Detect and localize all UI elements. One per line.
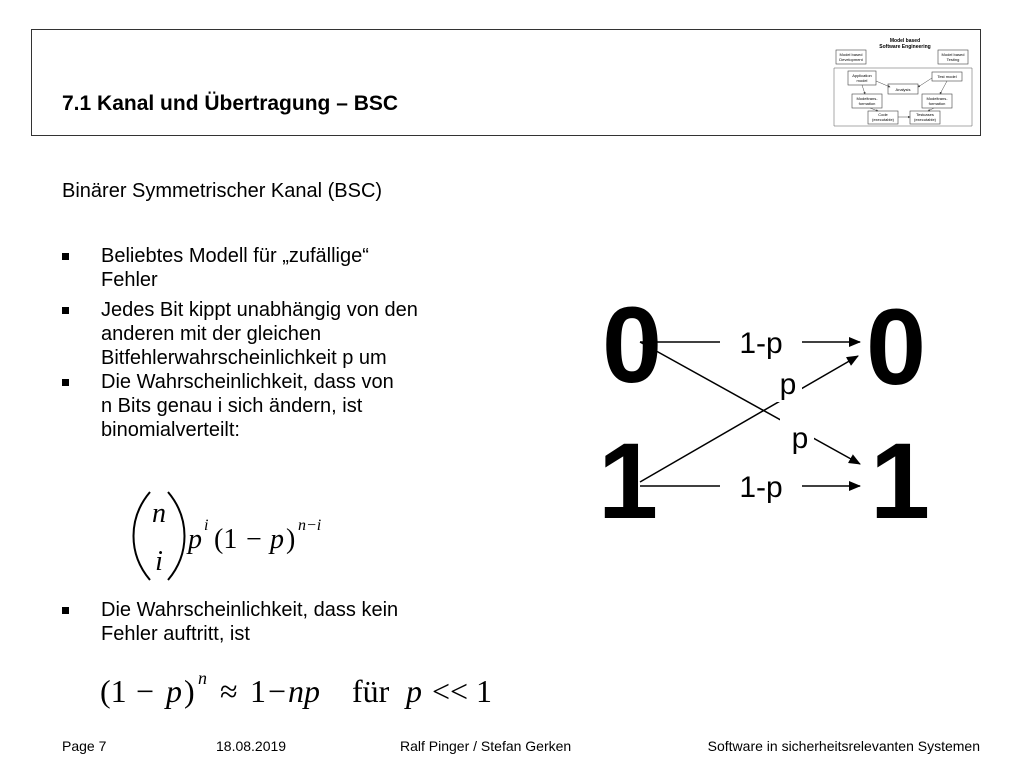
- bullet-1-line-1: Beliebtes Modell für „zufällige“: [101, 245, 369, 267]
- bullet-3-line-1: Die Wahrscheinlichkeit, dass von: [101, 371, 394, 393]
- bullet-item: Die Wahrscheinlichkeit, dass von n Bits …: [62, 370, 532, 442]
- logo-heading-line2: Software Engineering: [879, 44, 930, 50]
- bullet-2-line-2: anderen mit der gleichen: [101, 323, 322, 345]
- section-subtitle: Binärer Symmetrischer Kanal (BSC): [62, 180, 383, 202]
- binom-bottom: i: [155, 546, 163, 577]
- f2-minus2: −: [268, 673, 286, 709]
- footer-course: Software in sicherheitsrelevanten System…: [707, 738, 980, 754]
- slide-title: 7.1 Kanal und Übertragung – BSC: [62, 92, 399, 115]
- logo-right-top-line1: Model based: [942, 52, 965, 57]
- formula-exp-i: i: [204, 517, 208, 534]
- logo-mt-right-line1: Modeltrans-: [926, 96, 948, 101]
- bullet-marker: [62, 607, 69, 614]
- label-cross-up: p: [780, 368, 797, 401]
- f2-approx: ≈: [220, 673, 238, 709]
- f2-np: np: [288, 673, 320, 709]
- logo-testcases-line1: Testcases: [916, 112, 934, 117]
- formula-minus: −: [246, 524, 262, 555]
- arrow-cross-down: [639, 341, 861, 465]
- bullet-marker: [62, 379, 69, 386]
- label-cross-down: p: [792, 422, 809, 455]
- footer-date: 18.08.2019: [216, 738, 287, 754]
- f2-fuer: für: [352, 673, 390, 709]
- logo-mt-left-line2: formation: [859, 101, 876, 106]
- f2-minus: −: [136, 673, 154, 709]
- input-zero: 0: [602, 290, 662, 405]
- label-bottom: 1-p: [739, 471, 782, 504]
- bsc-channel-diagram: 0 1 0 1 1-p p p 1-p: [598, 290, 930, 530]
- no-error-formula: (1 − p ) n ≈ 1 − np für p << 1: [100, 668, 492, 709]
- logo-diagram: Model based Software Engineering Model b…: [833, 38, 973, 127]
- logo-left-top-line1: Model based: [840, 52, 863, 57]
- bullet-2-line-3: Bitfehlerwahrscheinlichkeit p um: [101, 347, 387, 369]
- bullet-2-line-1: Jedes Bit kippt unabhängig von den: [101, 299, 418, 321]
- bullet-1-line-2: Fehler: [101, 269, 158, 291]
- logo-testcases-line2: (executable): [914, 117, 937, 122]
- f2-p-cond: p: [404, 673, 422, 709]
- logo-code-line1: Code: [878, 112, 888, 117]
- binomial-formula: n i p i (1 − p ) n−i: [132, 491, 321, 581]
- bullet-4-line-1: Die Wahrscheinlichkeit, dass kein: [101, 599, 399, 621]
- logo-code-line2: (executable): [872, 117, 895, 122]
- f2-left: (1: [100, 673, 127, 709]
- output-one: 1: [870, 420, 930, 530]
- bullet-4-line-2: Fehler auftritt, ist: [101, 623, 250, 645]
- formula-p2: p: [268, 524, 284, 555]
- f2-close: ): [184, 673, 195, 709]
- bullet-marker: [62, 253, 69, 260]
- bullet-3-line-2: n Bits genau i sich ändern, ist: [101, 395, 363, 417]
- bullet-item: Jedes Bit kippt unabhängig von den ander…: [62, 298, 532, 370]
- f2-one-cond: 1: [476, 673, 492, 709]
- binom-top: n: [152, 498, 166, 529]
- footer-authors: Ralf Pinger / Stefan Gerken: [400, 738, 572, 754]
- logo-analysis: Analysis: [896, 87, 911, 92]
- f2-one: 1: [250, 673, 266, 709]
- formula-close: ): [286, 524, 295, 555]
- logo-heading-line1: Model based: [890, 38, 920, 44]
- bullet-3-line-3: binomialverteilt:: [101, 419, 240, 441]
- footer-page: Page 7: [62, 738, 107, 754]
- logo-app-model-line2: model: [857, 78, 868, 83]
- bullet-list: Beliebtes Modell für „zufällige“ Fehler …: [62, 244, 532, 442]
- logo-mt-left-line1: Modeltrans-: [856, 96, 878, 101]
- bullet-item: Die Wahrscheinlichkeit, dass kein Fehler…: [62, 598, 532, 646]
- logo-test-model: Test model: [937, 74, 956, 79]
- arrow-cross-up: [639, 355, 859, 483]
- logo-mt-right-line2: formation: [929, 101, 946, 106]
- bullet-marker: [62, 307, 69, 314]
- input-one: 1: [598, 420, 658, 530]
- header-box: 7.1 Kanal und Übertragung – BSC Model ba…: [31, 29, 981, 136]
- bullet-item: Beliebtes Modell für „zufällige“ Fehler: [62, 244, 532, 292]
- logo-app-model-line1: Application: [852, 73, 872, 78]
- formula-exp-ni: n−i: [298, 517, 321, 534]
- formula-open: (1: [214, 524, 237, 555]
- f2-p: p: [164, 673, 182, 709]
- logo-left-top-line2: Development: [839, 57, 863, 62]
- formula-p: p: [186, 524, 202, 555]
- logo-right-top-line2: Testing: [947, 57, 960, 62]
- f2-exp-n: n: [198, 668, 207, 688]
- output-zero: 0: [866, 290, 926, 407]
- f2-ll: <<: [432, 673, 468, 709]
- label-top: 1-p: [739, 327, 782, 360]
